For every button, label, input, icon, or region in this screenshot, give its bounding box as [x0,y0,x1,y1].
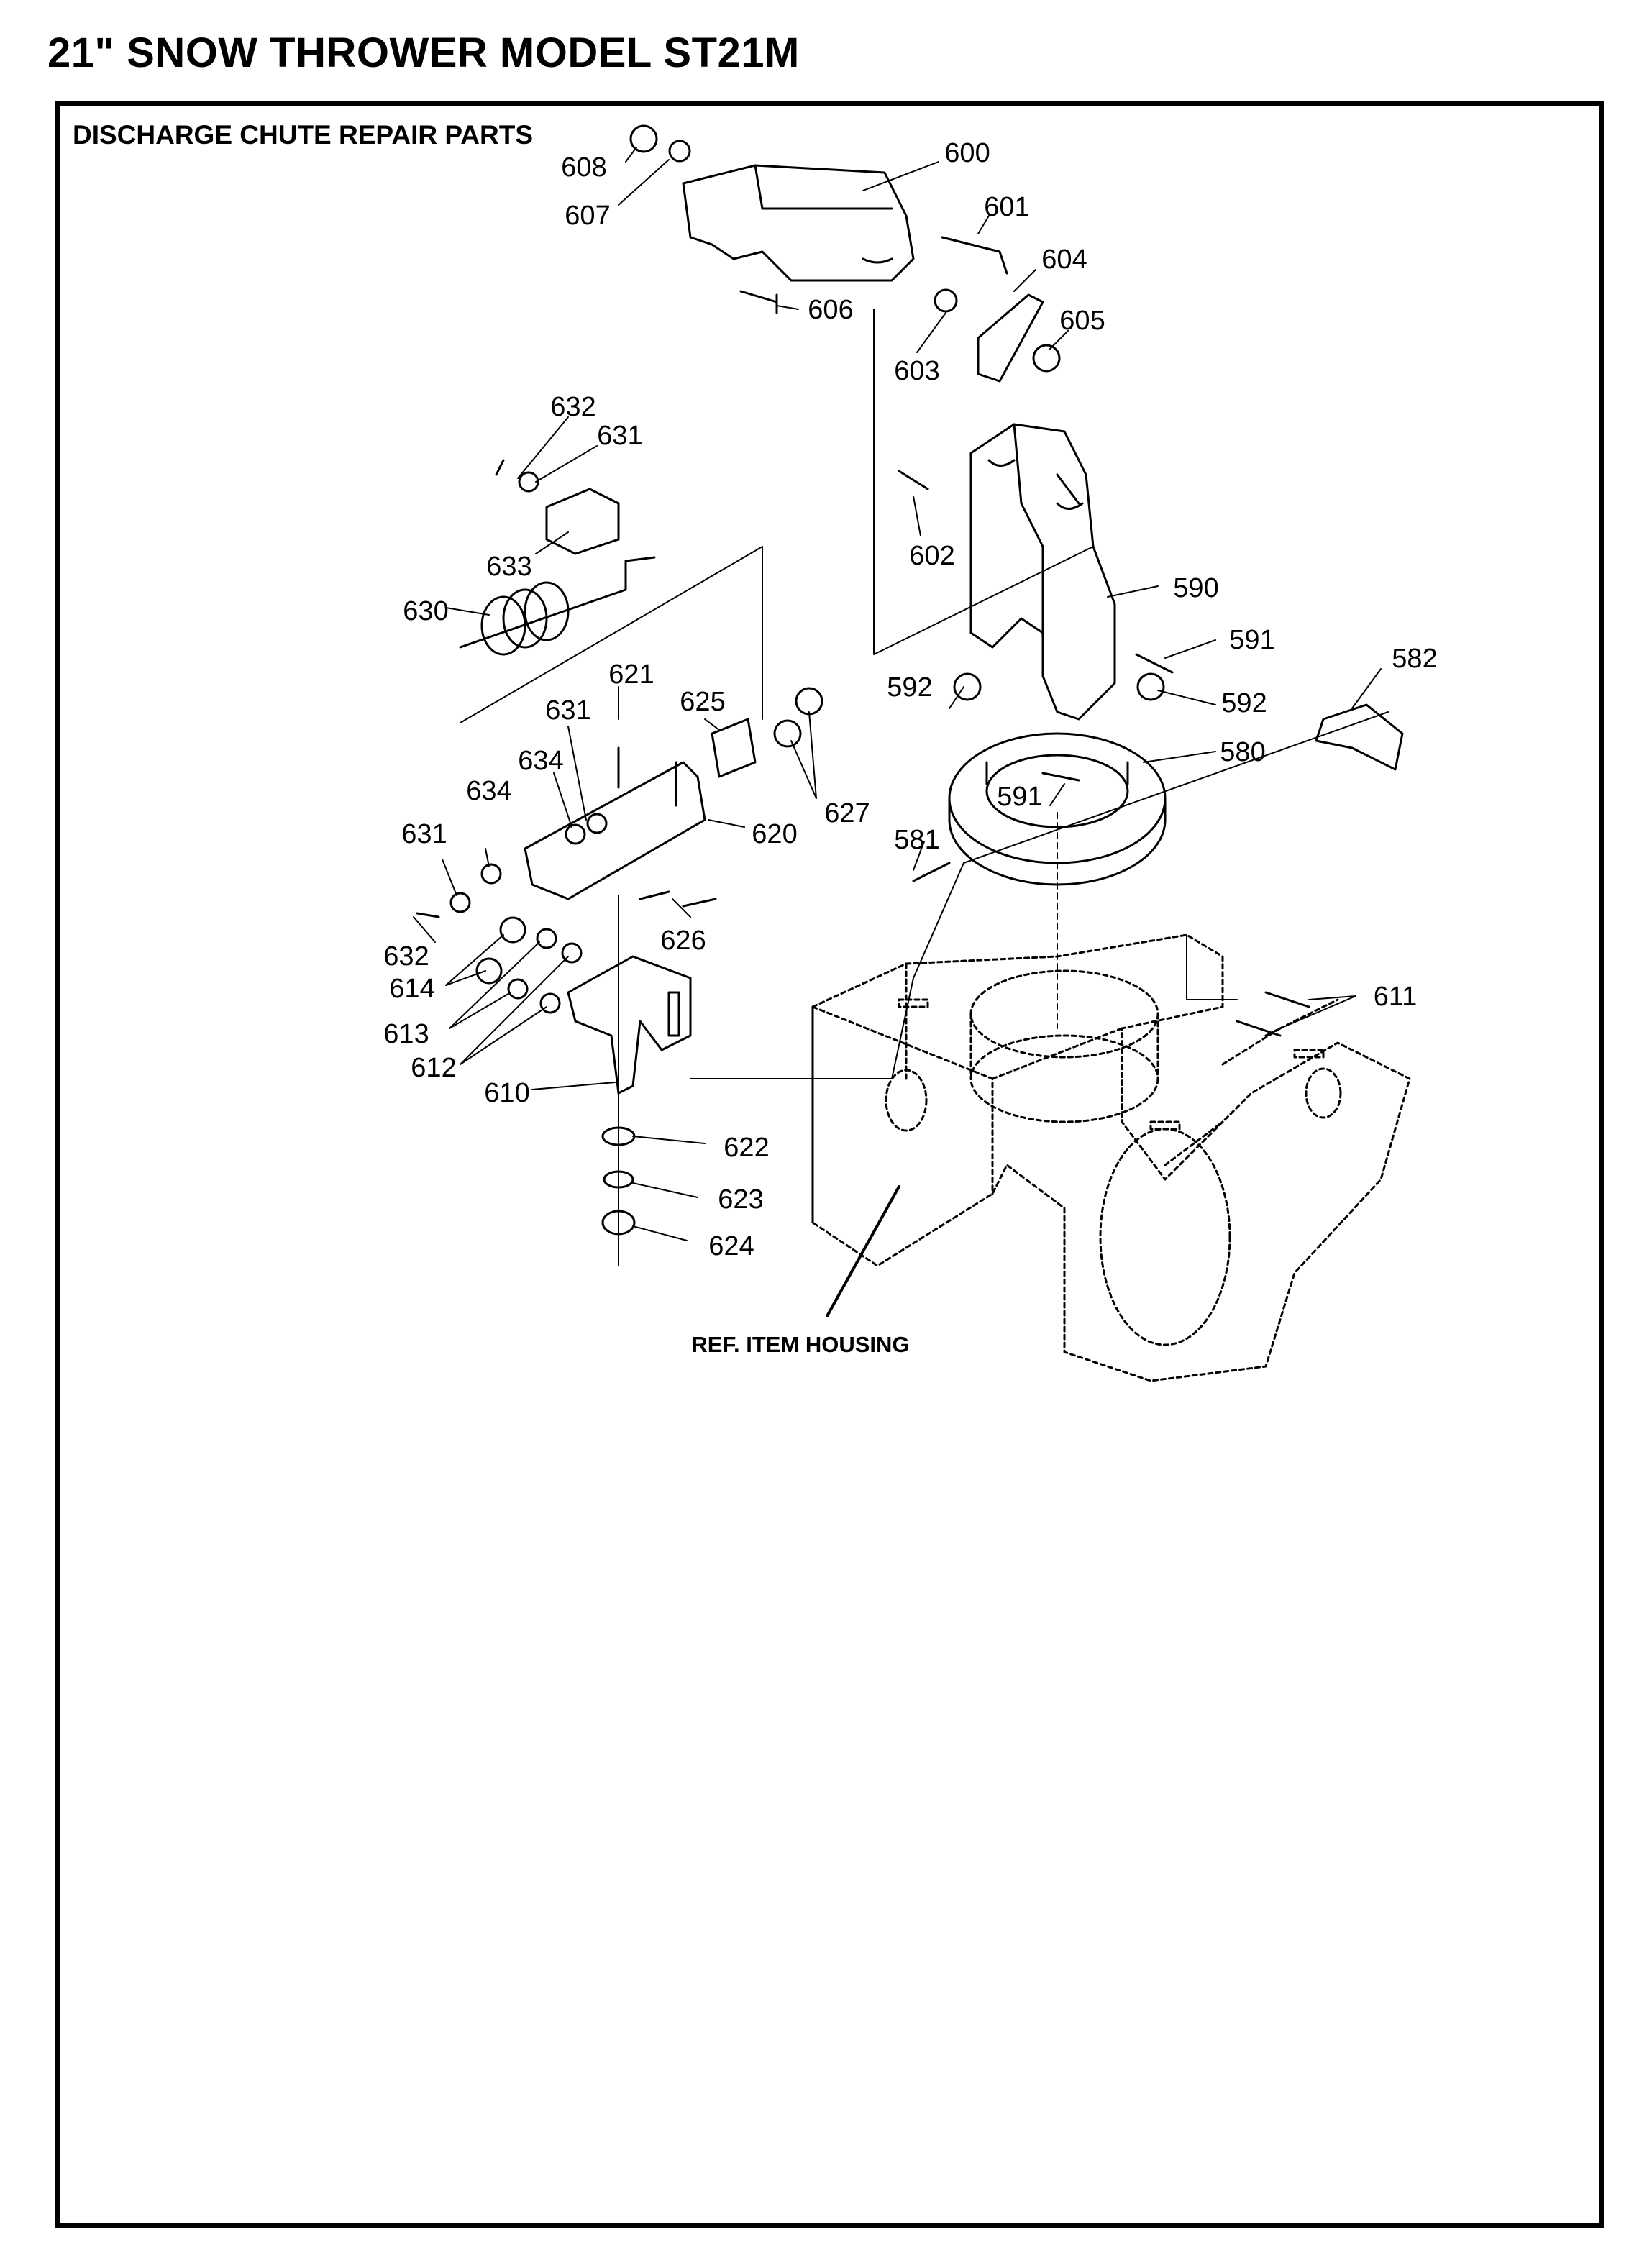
bracket-620-drawing [524,761,706,900]
chute-drawing [969,423,1116,721]
block-drawing [545,488,620,555]
callout-label: 632 [550,392,595,422]
callout-label: 633 [486,552,531,582]
page-title: 21" SNOW THROWER MODEL ST21M [47,29,800,76]
callout-label: 631 [597,421,642,451]
callout-label: 621 [608,659,654,690]
callout-label: 591 [1229,625,1274,655]
callout-label: 631 [401,819,447,849]
callout-label: 581 [894,825,939,855]
callout-label: 631 [545,695,590,726]
diagram-frame: DISCHARGE CHUTE REPAIR PARTS [55,101,1604,2228]
callout-label: 612 [411,1053,456,1083]
callout-label: 610 [484,1078,529,1108]
callout-label: 624 [708,1231,754,1261]
chute-ring-drawing [948,732,1167,886]
callout-labels: 608 607 600 601 604 605 606 603 632 631 … [383,138,1437,1261]
callout-label: 605 [1059,306,1105,336]
callout-label: 601 [984,192,1029,222]
callout-label: 606 [808,295,853,325]
plate-625-drawing [711,718,757,778]
callout-label: 580 [1220,737,1265,767]
callout-label: 590 [1173,573,1218,603]
callout-label: 614 [389,974,434,1004]
callout-label: 592 [1221,688,1267,718]
callout-label: 602 [909,541,954,571]
callout-label: 613 [383,1019,429,1049]
callout-label: 625 [680,687,725,717]
callout-label: 627 [824,798,870,828]
callout-label: 622 [724,1133,769,1163]
callout-label: 634 [466,776,511,806]
callout-label: 604 [1041,245,1087,275]
callout-leaders [413,147,1382,1241]
callout-label: 582 [1392,644,1437,674]
section-title: DISCHARGE CHUTE REPAIR PARTS [73,120,534,150]
callout-label: 607 [565,201,610,231]
callout-label: 623 [718,1184,763,1215]
callout-label: 608 [561,152,606,183]
callout-label: 603 [894,356,939,386]
callout-label: 611 [1374,982,1418,1012]
callout-label: 591 [997,782,1042,812]
crank-drawing [459,556,656,656]
piece-582-drawing [1315,703,1404,771]
callout-label: 630 [403,596,448,626]
callout-label: 600 [944,138,990,168]
callout-label: 632 [383,941,429,972]
bracket-610-drawing [567,955,692,1095]
callout-label: 634 [518,746,563,776]
deflector-rod [941,236,1008,275]
housing-drawing [811,933,1411,1382]
housing-leader [826,1185,900,1317]
deflector-drawing [682,164,915,282]
knob-drawing [977,293,1044,383]
callout-label: 626 [660,926,706,956]
fasteners [449,124,1165,1236]
callout-label: 592 [887,672,932,703]
guide-lines [460,309,1389,1266]
bolts [416,290,1310,1037]
reference-label: REF. ITEM HOUSING [691,1332,909,1357]
callout-label: 620 [752,819,797,849]
